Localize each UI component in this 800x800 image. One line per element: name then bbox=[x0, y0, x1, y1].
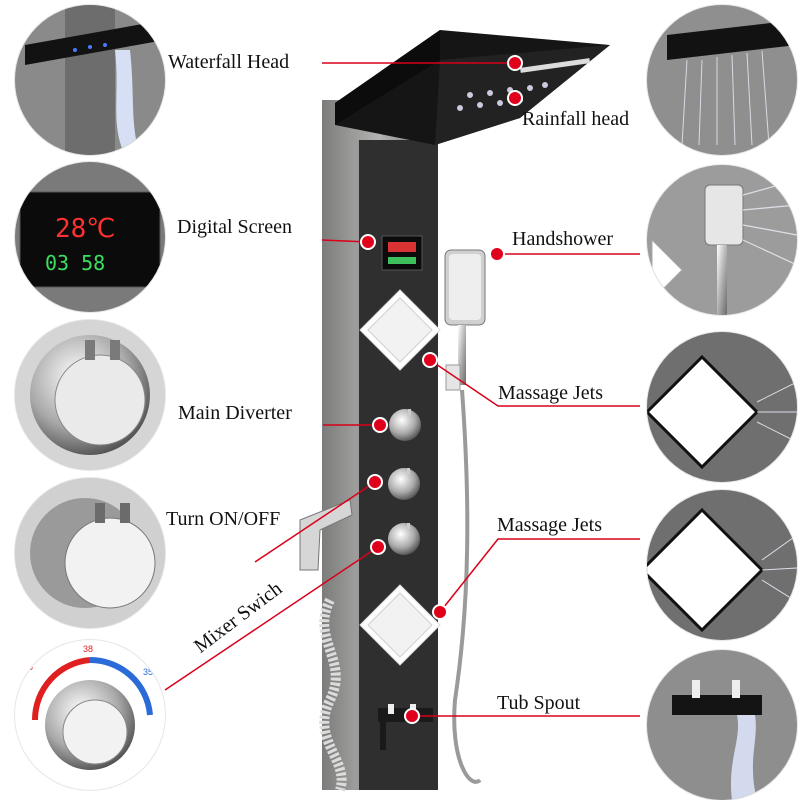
detail-digital-screen: 28℃ 03 58 bbox=[15, 162, 165, 312]
label-turn-on-off: Turn ON/OFF bbox=[166, 508, 281, 530]
dial-low-mark: 35 bbox=[143, 667, 153, 677]
marker-tub-spout bbox=[404, 708, 420, 724]
label-massage-jets-lower: Massage Jets bbox=[497, 514, 602, 536]
detail-tub-spout bbox=[647, 650, 797, 800]
marker-diverter bbox=[372, 417, 388, 433]
detail-onoff-knob bbox=[15, 478, 165, 628]
detail-massage-jet-upper bbox=[647, 332, 797, 482]
marker-mixer bbox=[370, 539, 386, 555]
label-waterfall-head: Waterfall Head bbox=[168, 51, 290, 73]
detail-massage-jet-lower bbox=[647, 490, 797, 640]
bidet-sprayer-illustration bbox=[299, 499, 353, 792]
screen-temperature: 28℃ bbox=[55, 214, 116, 244]
panel-knob-mixer bbox=[388, 523, 420, 555]
handshower-illustration bbox=[444, 249, 486, 784]
panel-knob-onoff bbox=[388, 468, 420, 500]
detail-main-diverter-knob bbox=[15, 320, 165, 470]
detail-rainfall-head bbox=[647, 5, 797, 155]
panel-jet-lower bbox=[359, 584, 441, 666]
label-massage-jets-upper: Massage Jets bbox=[498, 382, 603, 404]
marker-handshower bbox=[489, 246, 505, 262]
label-rainfall-head: Rainfall head bbox=[522, 108, 630, 130]
panel-screen bbox=[381, 235, 423, 271]
label-handshower: Handshower bbox=[512, 228, 614, 250]
marker-onoff bbox=[367, 474, 383, 490]
label-digital-screen: Digital Screen bbox=[177, 216, 292, 238]
detail-handshower bbox=[647, 165, 797, 315]
marker-jet-lower bbox=[432, 604, 448, 620]
detail-mixer-dial: 45 38 35 bbox=[15, 640, 165, 790]
marker-jet-upper bbox=[422, 352, 438, 368]
label-main-diverter: Main Diverter bbox=[178, 402, 292, 424]
screen-time: 03 58 bbox=[45, 251, 105, 275]
panel-jet-upper bbox=[359, 289, 441, 371]
dial-mid-mark: 38 bbox=[83, 644, 93, 654]
marker-screen bbox=[360, 234, 376, 250]
detail-waterfall-head bbox=[15, 5, 165, 155]
label-tub-spout: Tub Spout bbox=[497, 692, 581, 714]
panel-knob-diverter bbox=[389, 409, 421, 441]
marker-waterfall bbox=[507, 55, 523, 71]
marker-rainfall bbox=[507, 90, 523, 106]
